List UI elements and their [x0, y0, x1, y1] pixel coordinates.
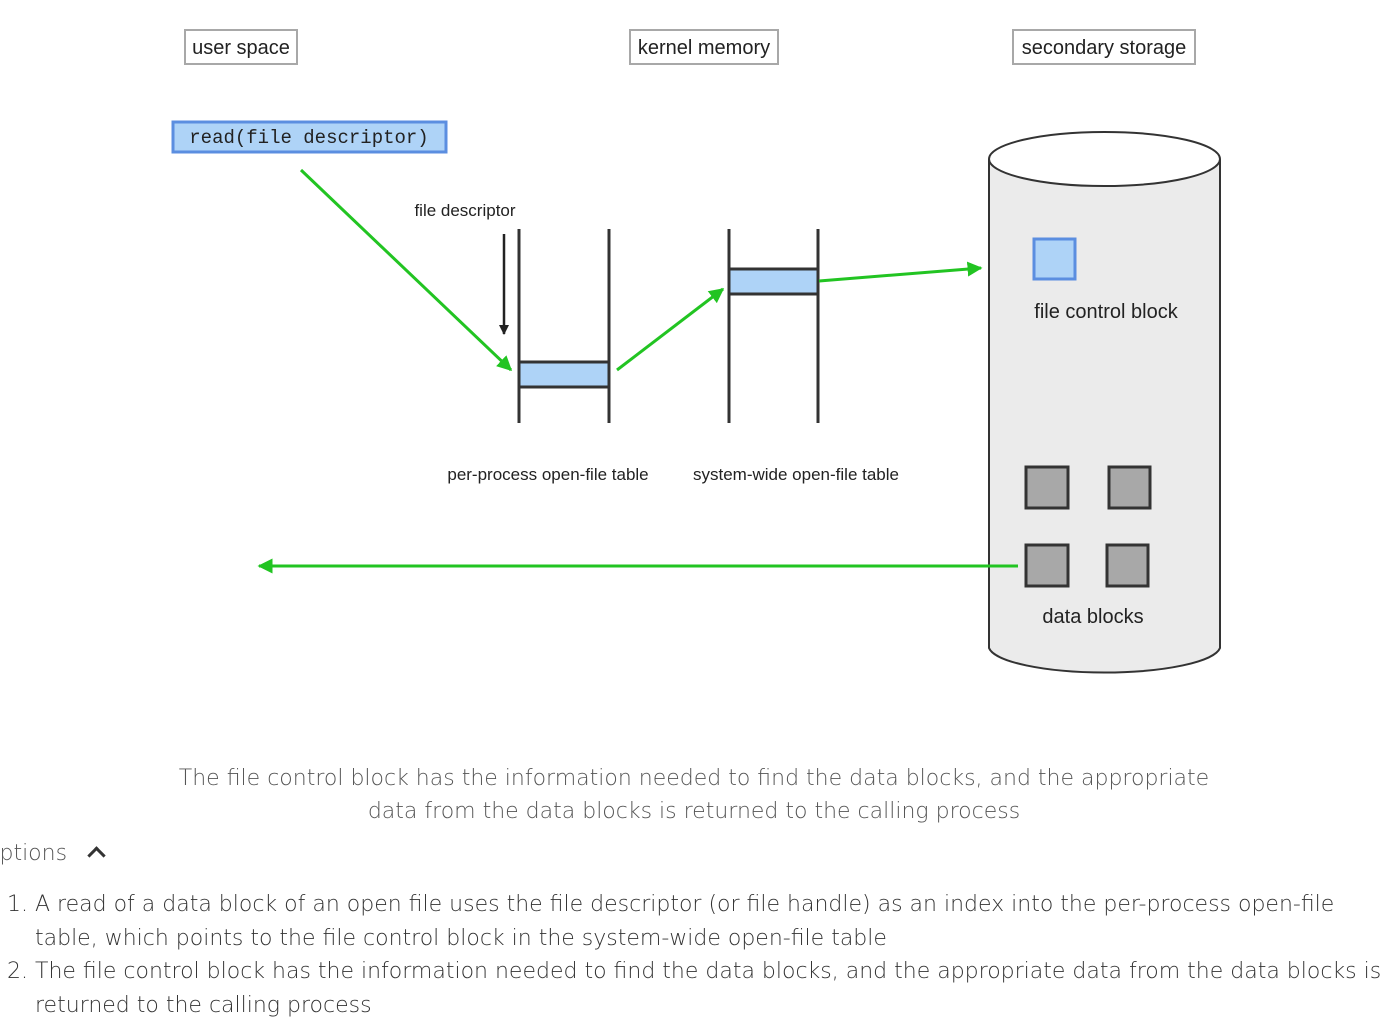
captions-list: A read of a data block of an open file u…: [0, 888, 1385, 1022]
data-block: [1105, 543, 1150, 588]
secondary-storage-header: secondary storage: [1012, 29, 1196, 65]
captions-toggle-label: aptions: [0, 840, 68, 866]
secondary-storage-label: secondary storage: [1022, 37, 1187, 59]
figure-caption: The file control block has the informati…: [178, 766, 1210, 824]
storage-cylinder: [988, 131, 1221, 674]
data-block: [1024, 543, 1070, 588]
user-space-label: user space: [192, 37, 290, 59]
read-call-code: read(file descriptor): [189, 127, 428, 149]
file-control-block: [1032, 237, 1077, 281]
file-control-block-label: file control block: [1034, 301, 1178, 323]
arrow-system-wide-to-file-control-block: [818, 261, 983, 283]
arrow-read-to-per-process: [299, 168, 513, 372]
kernel-memory-header: kernel memory: [629, 29, 779, 65]
data-blocks-label: data blocks: [1042, 606, 1143, 628]
data-block: [1107, 465, 1152, 510]
system-wide-table-label: system-wide open-file table: [693, 465, 899, 484]
system-wide-table-entry: [727, 267, 820, 296]
file-read-diagram: user space kernel memory secondary stora…: [171, 29, 1221, 674]
caption-step: The file control block has the informati…: [35, 955, 1385, 1022]
per-process-table-label: per-process open-file table: [447, 465, 648, 484]
caption-step: A read of a data block of an open file u…: [35, 888, 1385, 955]
per-process-table-entry: [517, 360, 611, 389]
data-blocks-group: [1024, 465, 1152, 588]
per-process-open-file-table: [517, 229, 611, 423]
user-space-header: user space: [184, 29, 298, 65]
data-block: [1024, 465, 1070, 510]
file-descriptor-label: file descriptor: [414, 201, 515, 220]
chevron-up-icon: [83, 843, 109, 863]
captions-toggle[interactable]: aptions: [0, 836, 109, 870]
read-call-box: read(file descriptor): [171, 120, 448, 154]
system-wide-open-file-table: [727, 229, 820, 423]
kernel-memory-label: kernel memory: [638, 37, 770, 59]
arrow-per-process-to-system-wide: [616, 287, 725, 372]
